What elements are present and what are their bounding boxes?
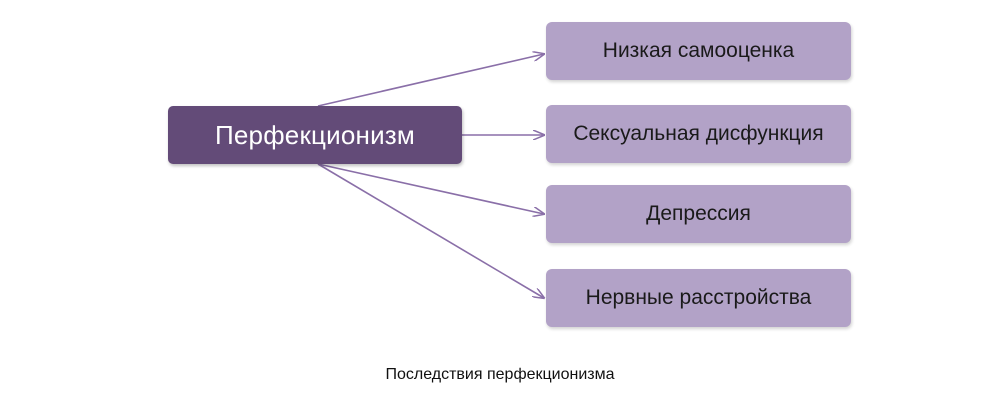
consequence-label: Низкая самооценка <box>602 39 795 62</box>
consequence-node-depression: Депрессия <box>546 185 851 243</box>
consequence-node-nervous-disorders: Нервные расстройства <box>546 269 851 327</box>
consequence-node-sexual-dysfunction: Сексуальная дисфункция <box>546 105 851 163</box>
arrow-to-consequence-4 <box>317 163 544 298</box>
arrow-to-consequence-1 <box>317 54 544 107</box>
consequence-label: Нервные расстройства <box>585 286 812 309</box>
arrow-to-consequence-3 <box>317 163 544 214</box>
root-node-label: Перфекционизм <box>215 119 415 150</box>
diagram-caption: Последствия перфекционизма <box>385 366 615 383</box>
consequence-node-low-self-esteem: Низкая самооценка <box>546 22 851 80</box>
consequence-label: Депрессия <box>646 202 751 225</box>
root-node-perfectionism: Перфекционизм <box>168 106 462 164</box>
consequence-label: Сексуальная дисфункция <box>573 122 824 145</box>
